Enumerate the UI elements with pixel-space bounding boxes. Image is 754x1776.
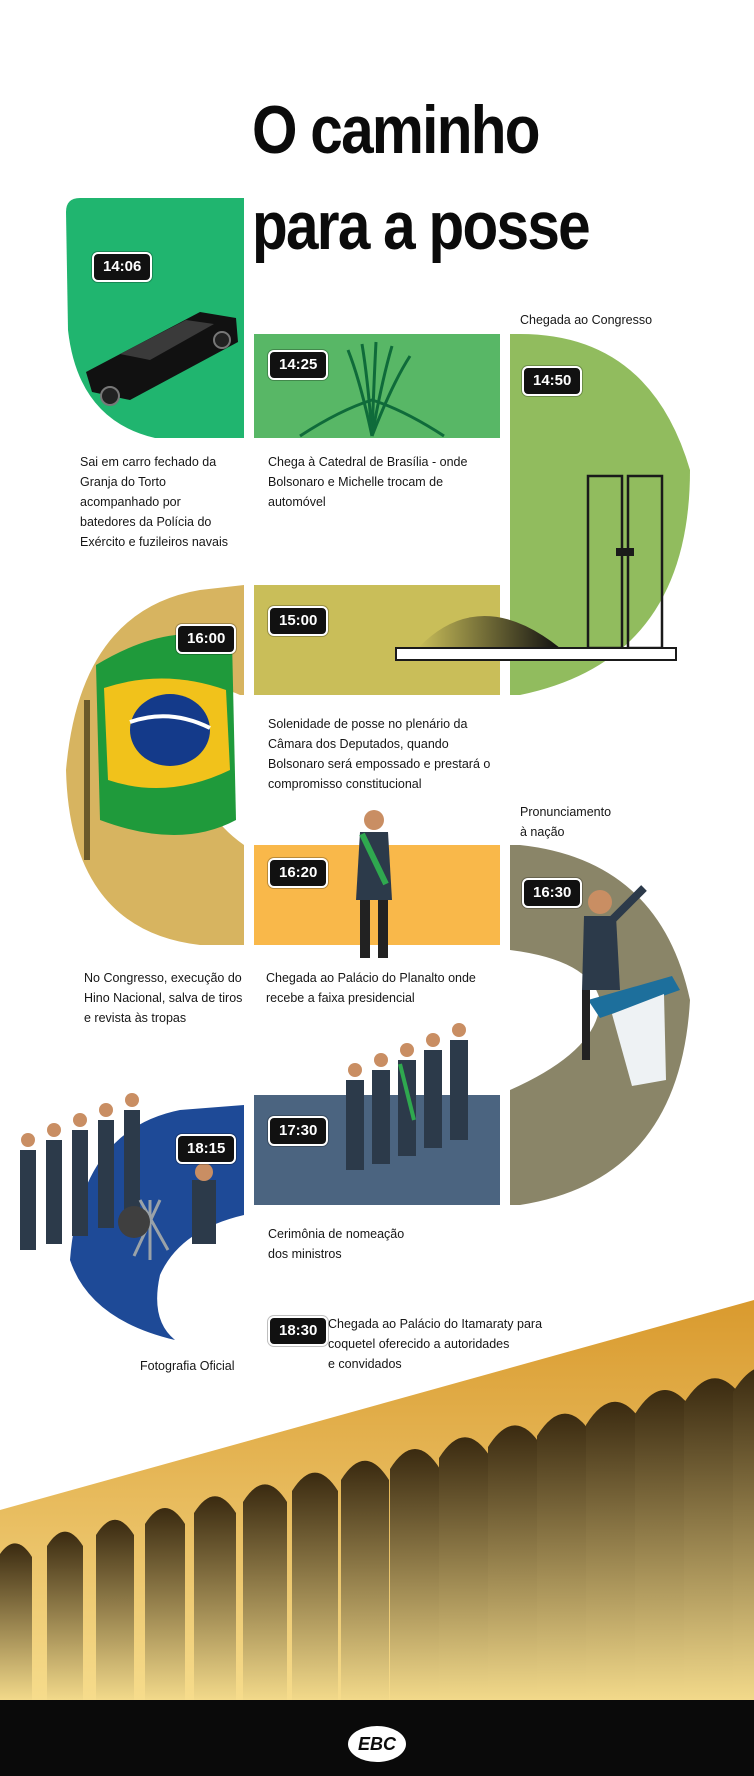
itamaraty-arch: [194, 1496, 236, 1700]
itamaraty-arch: [292, 1472, 338, 1700]
time-badge-1630: 16:30: [522, 878, 583, 908]
caption-1450: Chegada ao Congresso: [520, 313, 653, 327]
time-badge-1425: 14:25: [268, 350, 329, 380]
caption-1406: Sai em carro fechado da Granja do Torto …: [80, 455, 228, 549]
itamaraty-arch: [439, 1437, 491, 1700]
itamaraty-arch: [243, 1484, 287, 1700]
ebc-logo-shape: [348, 1726, 406, 1762]
time-badge-1450: 14:50: [522, 366, 583, 396]
itamaraty-arch: [145, 1508, 185, 1700]
time-badge-1730: 17:30: [268, 1116, 329, 1146]
brazil-flag-icon: [84, 633, 236, 860]
time-badge-1500: 15:00: [268, 606, 329, 636]
itamaraty-arch: [586, 1401, 644, 1700]
itamaraty-arch: [390, 1449, 440, 1700]
president-sash-icon: [356, 810, 392, 958]
caption-1425: Chega à Catedral de Brasília - onde Bols…: [268, 455, 468, 509]
path-bend-right-1: [510, 334, 690, 695]
time-badge-1830: 18:30: [268, 1316, 329, 1346]
itamaraty-arch: [488, 1425, 542, 1700]
itamaraty-arch: [635, 1390, 695, 1700]
time-badge-1406: 14:06: [92, 252, 153, 282]
caption-1730: Cerimônia de nomeação dos ministros: [268, 1227, 405, 1261]
car-icon: [86, 312, 238, 406]
itamaraty-arch: [96, 1519, 134, 1700]
title-line-2: para a posse: [252, 188, 591, 264]
time-badge-1815: 18:15: [176, 1134, 237, 1164]
congress-dome-icon: [395, 616, 677, 661]
caption-1830: Chegada ao Palácio do Itamaraty para coq…: [328, 1317, 543, 1371]
ministers-group-icon: [346, 1023, 468, 1170]
photographer-icon: [20, 1093, 216, 1260]
ebc-logo-text: EBC: [357, 1734, 396, 1754]
itamaraty-arch: [537, 1413, 593, 1700]
cathedral-icon: [299, 341, 445, 438]
time-badge-1620: 16:20: [268, 858, 329, 888]
ebc-logo: EBC: [346, 1724, 408, 1764]
caption-1500: Solenidade de posse no plenário da Câmar…: [268, 717, 491, 791]
time-badge-1600: 16:00: [176, 624, 237, 654]
itamaraty-arches-icon: [0, 1300, 754, 1700]
caption-1620: Chegada ao Palácio do Planalto onde rece…: [266, 971, 476, 1005]
caption-1630: Pronunciamento à nação: [520, 805, 612, 839]
itamaraty-arch: [47, 1531, 83, 1700]
itamaraty-arch: [733, 1369, 754, 1700]
title-line-1: O caminho: [252, 92, 540, 168]
path-bend-right-2: [510, 845, 690, 1205]
itamaraty-arch: [341, 1460, 389, 1700]
caption-1600: No Congresso, execução do Hino Nacional,…: [84, 971, 243, 1025]
itamaraty-arch: [0, 1543, 32, 1700]
page-title: O caminho para a posse: [252, 82, 656, 274]
caption-1815: Fotografia Oficial: [140, 1359, 235, 1373]
itamaraty-arch: [684, 1378, 746, 1700]
podium-speech-icon: [582, 885, 680, 1086]
